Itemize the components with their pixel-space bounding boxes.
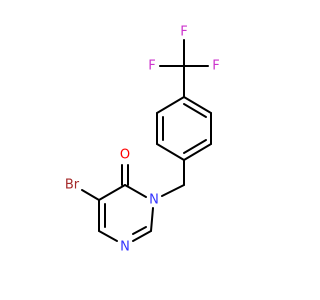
bond-ring-4 bbox=[156, 143, 185, 161]
bond-n1-c2-inner bbox=[132, 226, 147, 235]
atom-bromine: Br bbox=[65, 178, 80, 193]
atom-nitrogen-3: N bbox=[149, 193, 159, 208]
bond-ch2-n3 bbox=[161, 184, 185, 197]
bond-ring-1 bbox=[183, 96, 212, 114]
bond-c6-n1 bbox=[98, 230, 118, 242]
atom-f-left: F bbox=[148, 59, 155, 74]
bond-ring-3-inner bbox=[183, 139, 207, 154]
atom-f-top: F bbox=[180, 25, 187, 40]
atom-f-right: F bbox=[212, 59, 219, 74]
bond-c2-n3 bbox=[150, 207, 154, 232]
bond-n1-c2 bbox=[132, 230, 152, 242]
atom-nitrogen-1: N bbox=[120, 240, 130, 255]
bond-n3-c4 bbox=[124, 184, 147, 198]
atom-oxygen: O bbox=[120, 148, 130, 163]
structure-svg: F F F Br O N N bbox=[65, 25, 220, 255]
molecule-diagram: F F F Br O N N bbox=[65, 25, 220, 255]
bond-c4-c5 bbox=[98, 184, 126, 201]
bond-ring-6 bbox=[156, 96, 185, 114]
bond-ring-3 bbox=[183, 143, 212, 161]
bond-ring-1-inner bbox=[183, 103, 207, 118]
bond-c5-br bbox=[81, 189, 100, 201]
